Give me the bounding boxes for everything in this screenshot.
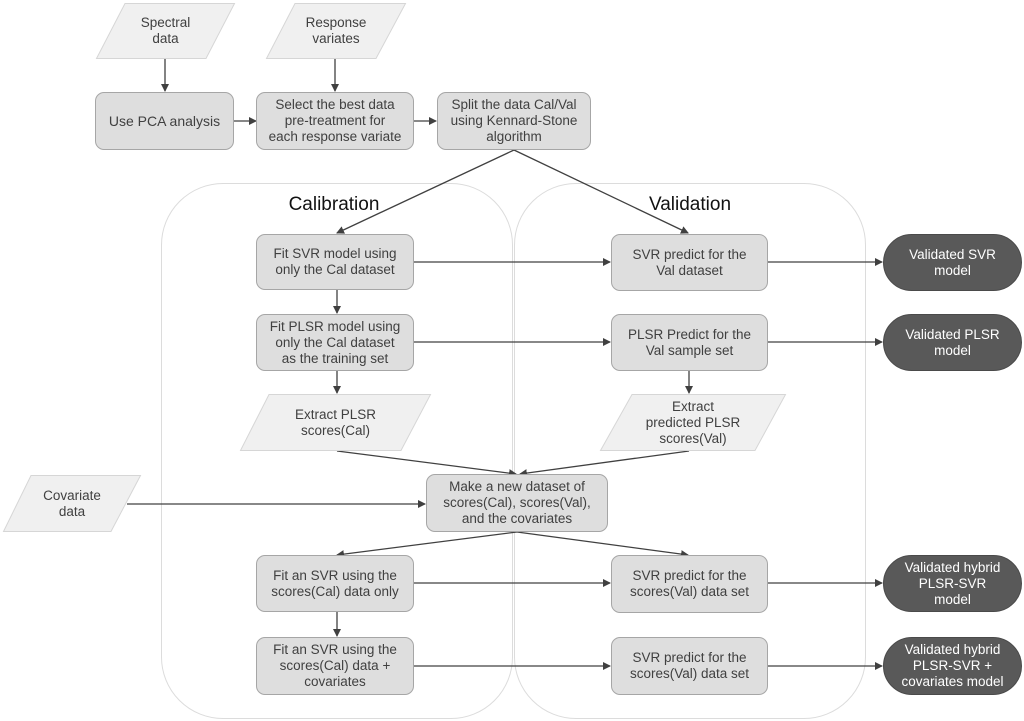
validated-hybrid-model-output: Validated hybrid PLSR-SVR model	[883, 555, 1022, 612]
covariate-data-label: Covariate data	[43, 487, 101, 519]
parallelogram-shape	[95, 3, 236, 59]
parallelogram-shape	[239, 394, 432, 451]
extract-plsr-cal-label: Extract PLSR scores(Cal)	[294, 406, 377, 438]
svr-predict-scores-covariates-step: SVR predict for the scores(Val) data set	[611, 637, 768, 695]
extract-plsr-cal-input: Extract PLSR scores(Cal)	[239, 394, 432, 451]
kennard-stone-split-step: Split the data Cal/Val using Kennard-Sto…	[437, 92, 591, 150]
spectral-data-label: Spectral data	[140, 15, 191, 46]
fit-svr-model-step: Fit SVR model using only the Cal dataset	[256, 234, 414, 290]
make-new-dataset-step: Make a new dataset of scores(Cal), score…	[426, 474, 608, 532]
parallelogram-shape	[599, 394, 787, 451]
calibration-lane	[161, 183, 513, 719]
response-variates-input: Response variates	[265, 3, 407, 59]
fit-svr-scores-covariates-step: Fit an SVR using the scores(Cal) data + …	[256, 637, 414, 695]
validation-lane	[514, 183, 866, 719]
validated-hybrid-covariates-model-output: Validated hybrid PLSR-SVR + covariates m…	[883, 637, 1022, 695]
svr-predict-scores-step: SVR predict for the scores(Val) data set	[611, 555, 768, 613]
parallelogram-shape	[265, 3, 407, 59]
arrow-extract-cal-to-make-dataset	[336, 450, 517, 478]
arrow-make-dataset-to-svr-predict-scores	[516, 531, 689, 559]
spectral-data-input: Spectral data	[95, 3, 236, 59]
fit-svr-scores-step: Fit an SVR using the scores(Cal) data on…	[256, 555, 414, 612]
validation-lane-title: Validation	[648, 194, 732, 215]
fit-plsr-model-step: Fit PLSR model using only the Cal datase…	[256, 314, 414, 371]
validated-svr-model-output: Validated SVR model	[883, 234, 1022, 291]
calibration-lane-title: Calibration	[288, 194, 380, 215]
svr-predict-val-step: SVR predict for the Val dataset	[611, 234, 768, 291]
extract-predicted-plsr-val-input: Extract predicted PLSR scores(Val)	[599, 394, 787, 451]
pca-analysis-step: Use PCA analysis	[95, 92, 234, 150]
arrow-make-dataset-to-fit-svr-scores	[336, 531, 518, 559]
plsr-predict-val-step: PLSR Predict for the Val sample set	[611, 314, 768, 371]
arrow-extract-val-to-make-dataset	[519, 450, 690, 478]
arrow-split-to-fit-svr	[336, 149, 515, 234]
extract-predicted-plsr-val-label: Extract predicted PLSR scores(Val)	[645, 398, 741, 446]
parallelogram-shape	[2, 475, 142, 532]
pretreatment-step: Select the best data pre-treatment for e…	[256, 92, 414, 150]
response-variates-label: Response variates	[305, 15, 367, 46]
covariate-data-input: Covariate data	[2, 475, 142, 532]
validated-plsr-model-output: Validated PLSR model	[883, 314, 1022, 371]
arrow-split-to-svr-predict	[513, 149, 689, 234]
